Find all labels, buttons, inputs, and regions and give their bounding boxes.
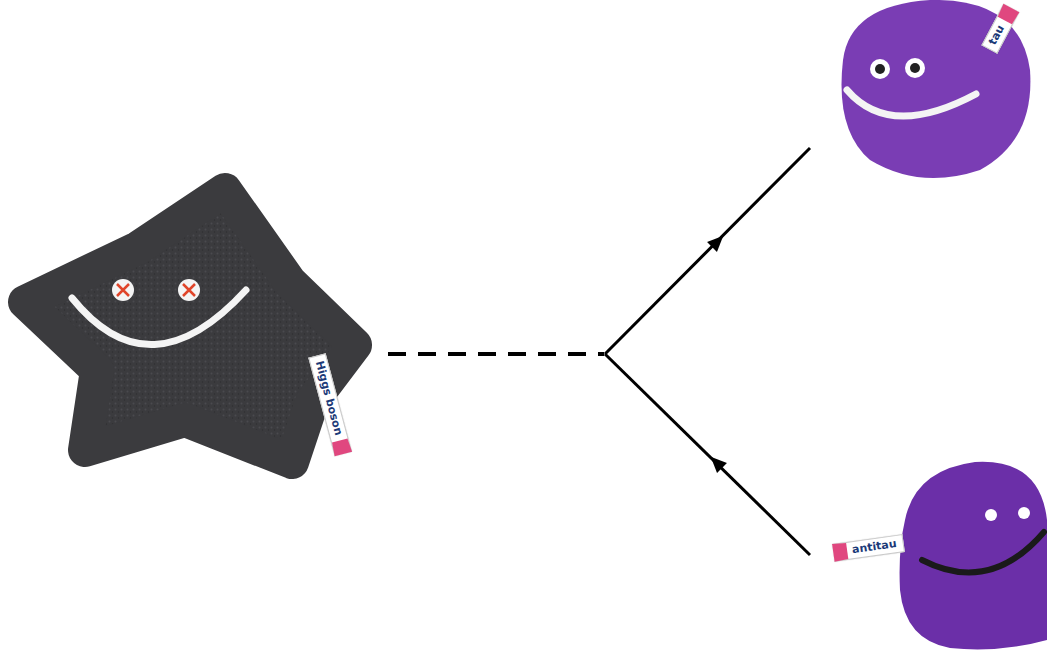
feynman-lines <box>388 148 810 555</box>
higgs-plush <box>25 190 355 462</box>
antitau-plush <box>900 462 1047 650</box>
tau-plush <box>842 0 1031 178</box>
name-tag: antitau <box>832 534 905 562</box>
